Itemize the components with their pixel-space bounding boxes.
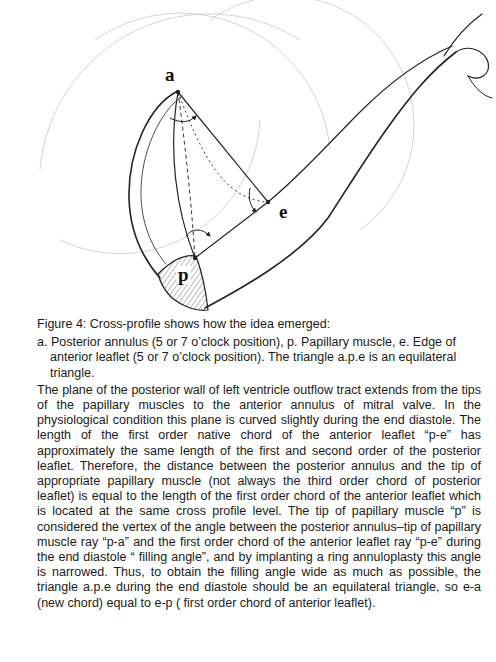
dotted-ray (178, 92, 268, 202)
point-e (266, 200, 270, 204)
point-label: a (163, 66, 177, 84)
aortic-cusp (456, 48, 488, 78)
compass-arc (60, 120, 260, 254)
point-label: e (277, 203, 289, 221)
caption-block: Figure 4: Cross-profile shows how the id… (37, 317, 481, 611)
chord-e-a (178, 92, 268, 202)
compass-arcs (40, 0, 414, 254)
angle-arc (249, 188, 256, 212)
posterior-wall (129, 92, 176, 278)
papillary-muscle (158, 256, 208, 311)
compass-arc (95, 13, 330, 150)
point-a (176, 90, 180, 94)
angle-arc (170, 116, 196, 122)
caption-paragraph: The plane of the posterior wall of left … (37, 383, 481, 611)
angle-arc (186, 230, 210, 236)
ray-p-a (174, 92, 195, 258)
compass-arc (210, 0, 414, 230)
figure-caption: Figure 4: Cross-profile shows how the id… (37, 317, 481, 332)
dashed-ray (178, 92, 195, 258)
point-label: p (176, 266, 191, 284)
point-p (193, 256, 197, 260)
compass-arc (40, 14, 300, 170)
angle-arcs (170, 116, 256, 236)
triangle-ape (174, 92, 268, 258)
legend-item: a. Posterior annulus (5 or 7 o’clock pos… (37, 335, 481, 381)
aortic-wall (468, 76, 492, 98)
anterior-leaflet (268, 46, 452, 202)
septal-wall (205, 52, 456, 308)
chord-p-e (195, 202, 268, 258)
points (176, 90, 270, 260)
